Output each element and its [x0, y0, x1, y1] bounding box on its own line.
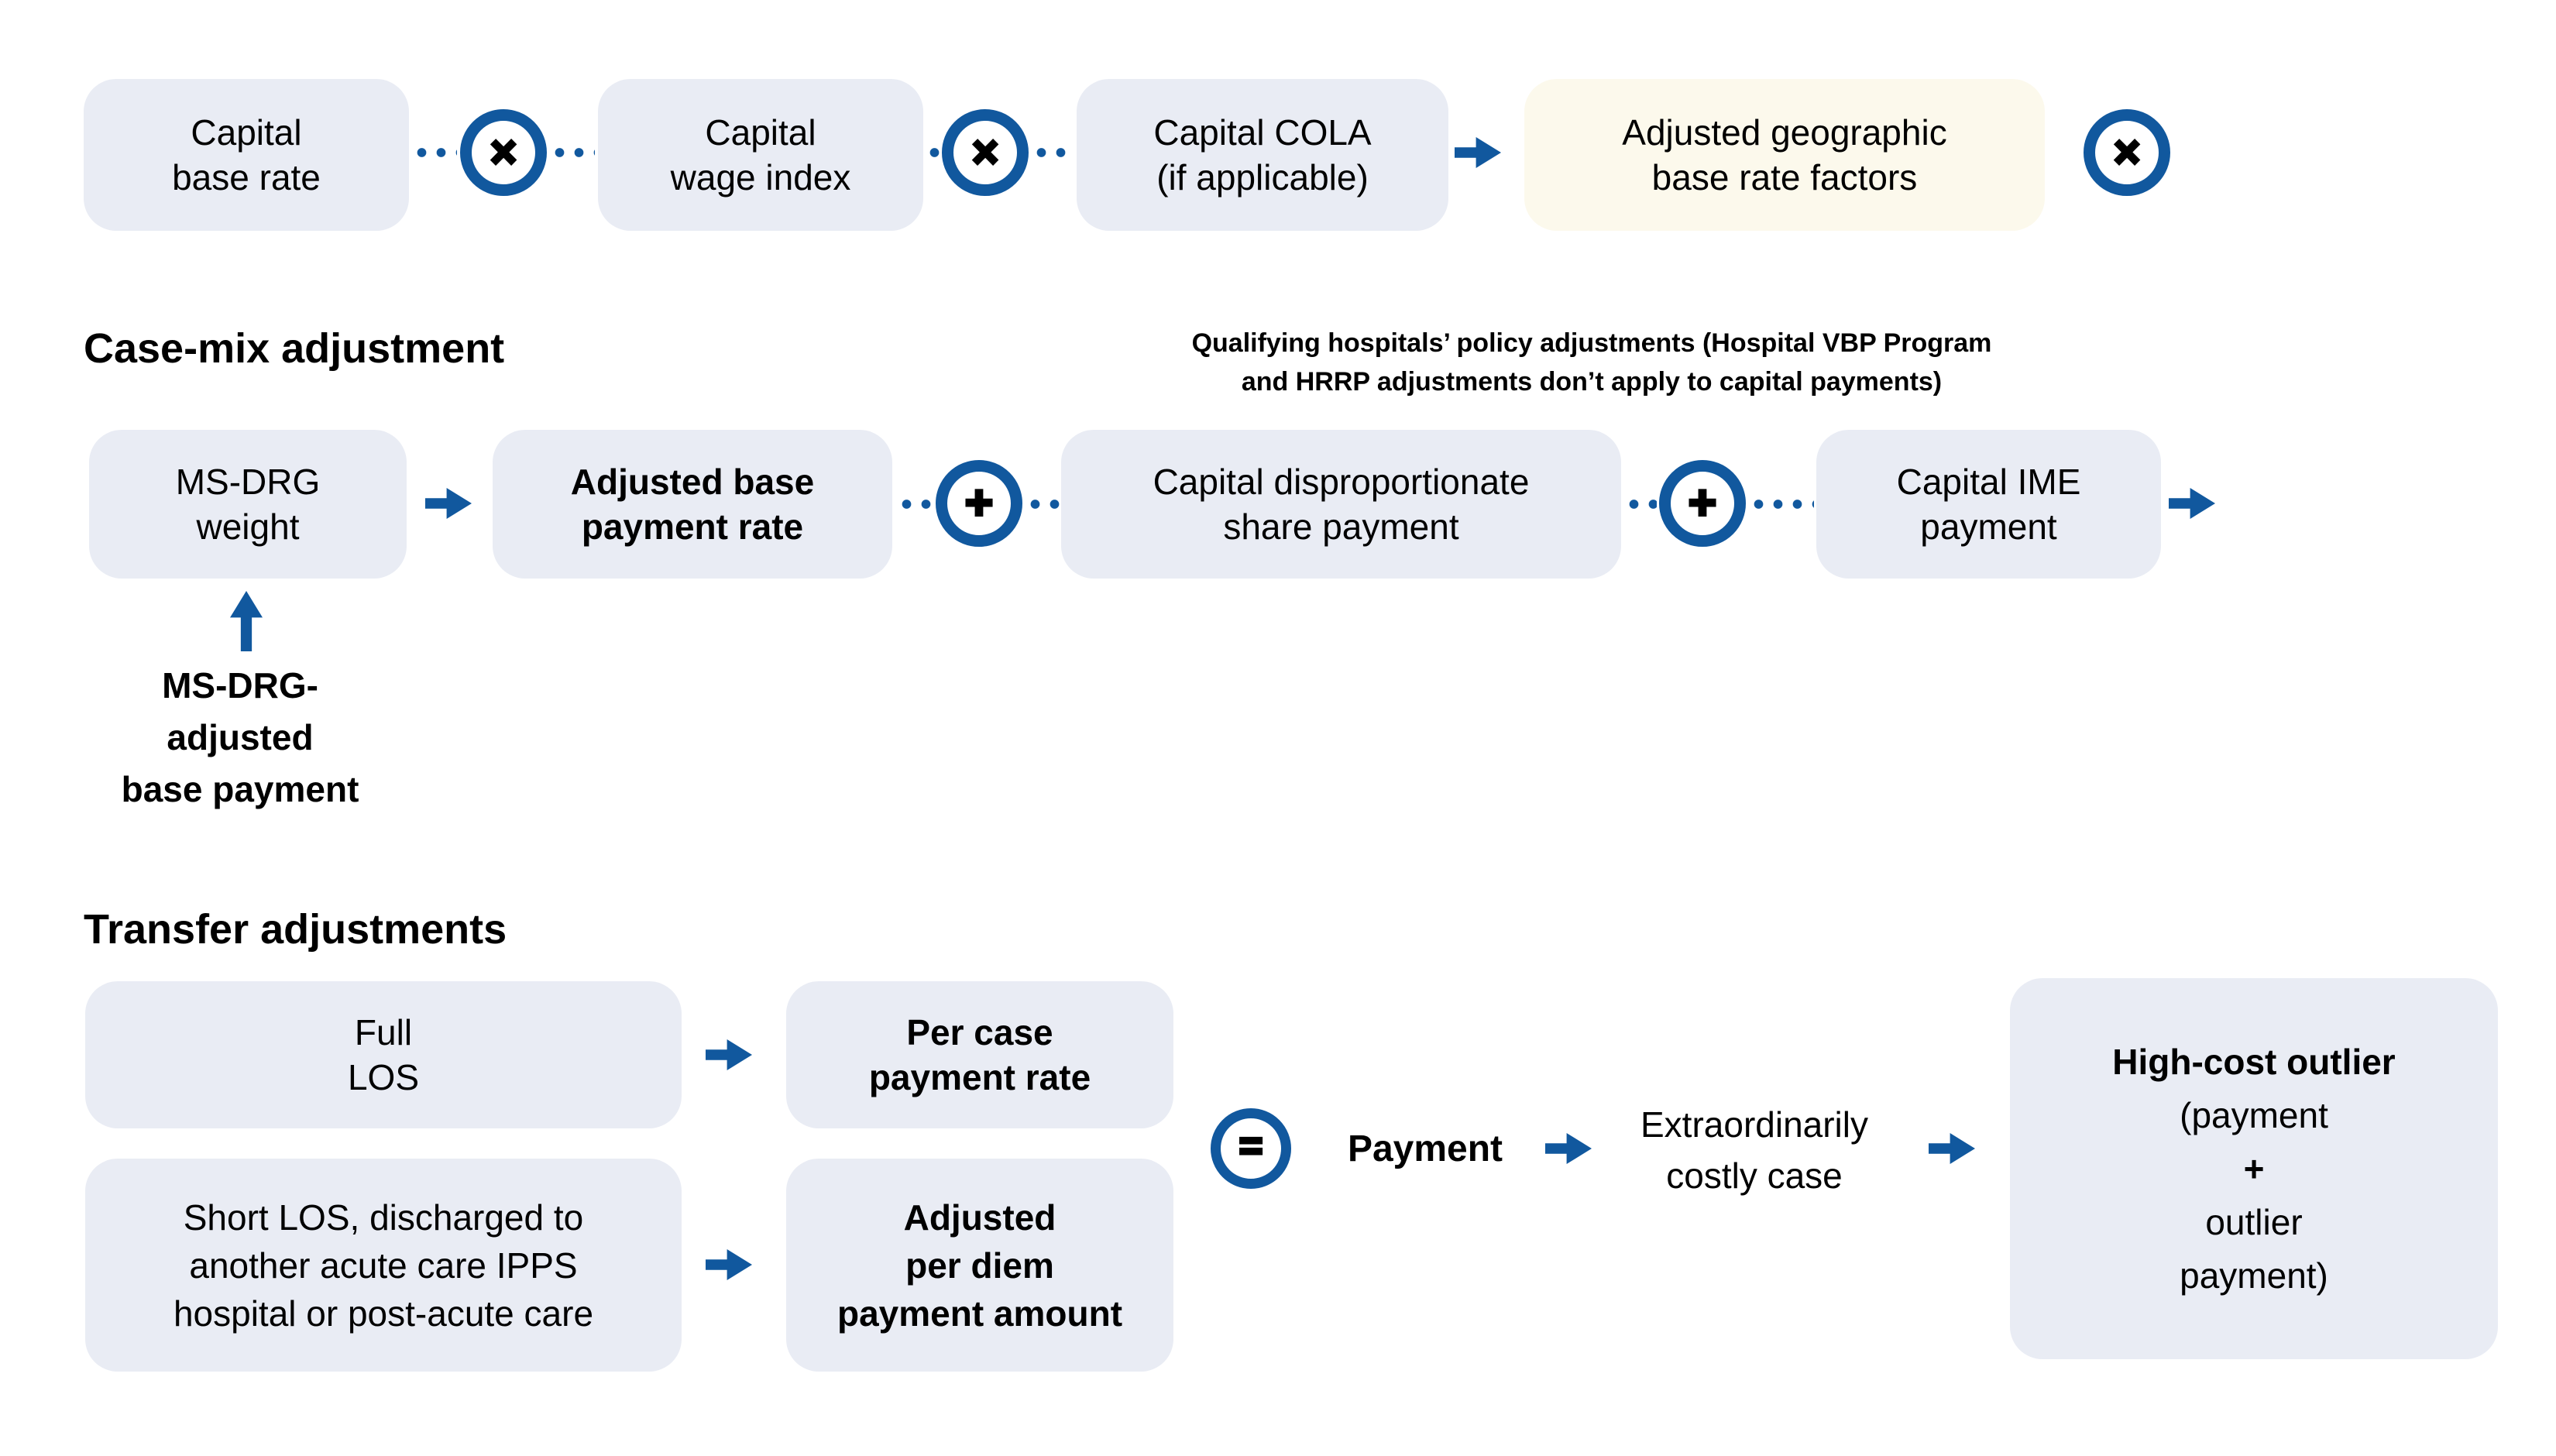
- right-arrow-icon: [706, 1039, 752, 1070]
- equals-operator-circle: =: [1211, 1108, 1291, 1189]
- short-los-box: Short LOS, discharged to another acute c…: [85, 1159, 682, 1372]
- plus-operator-circle: +: [1659, 460, 1746, 547]
- plus-icon: +: [964, 476, 995, 530]
- high-cost-outlier-line: outlier: [2205, 1201, 2303, 1242]
- ms-drg-adjusted-base-payment-label: MS-DRG- adjusted base payment: [121, 665, 359, 809]
- high-cost-outlier-title: High-cost outlier: [2112, 1041, 2396, 1082]
- high-cost-outlier-line: payment): [2180, 1255, 2328, 1296]
- right-arrow-icon: [706, 1249, 752, 1280]
- plus-operator-circle: +: [936, 460, 1022, 547]
- right-arrow-icon: [1455, 137, 1501, 168]
- adjusted-geographic-base-rate-factors-box: Adjusted geographic base rate factors: [1524, 79, 2045, 231]
- multiply-icon: ×: [2112, 127, 2142, 177]
- dotted-connector: [412, 147, 457, 158]
- high-cost-outlier-line: (payment: [2180, 1094, 2328, 1135]
- dotted-connector: [897, 499, 933, 510]
- right-arrow-icon: [425, 488, 472, 519]
- payment-label: Payment: [1347, 1128, 1503, 1169]
- up-arrow-icon: [230, 591, 263, 651]
- extraordinarily-costly-case-label: Extraordinarily costly case: [1640, 1104, 1868, 1196]
- right-arrow-icon: [2169, 488, 2215, 519]
- multiply-operator-circle: ×: [460, 109, 547, 196]
- multiply-icon: ×: [971, 127, 1000, 177]
- adjusted-per-diem-payment-amount-box: Adjusted per diem payment amount: [786, 1159, 1173, 1372]
- ms-drg-weight-box: MS-DRG weight: [89, 430, 407, 579]
- plus-text: +: [2243, 1148, 2265, 1189]
- multiply-icon: ×: [489, 127, 518, 177]
- multiply-operator-circle: ×: [942, 109, 1029, 196]
- full-los-box: Full LOS: [85, 981, 682, 1128]
- capital-wage-index-box: Capital wage index: [598, 79, 923, 231]
- dotted-connector: [550, 147, 595, 158]
- capital-base-rate-box: Capital base rate: [84, 79, 409, 231]
- high-cost-outlier-box: High-cost outlier (payment + outlier pay…: [2010, 978, 2498, 1359]
- dotted-connector: [1624, 499, 1657, 510]
- per-case-payment-rate-box: Per case payment rate: [786, 981, 1173, 1128]
- capital-disproportionate-share-payment-box: Capital disproportionate share payment: [1061, 430, 1621, 579]
- dotted-connector: [925, 147, 940, 158]
- right-arrow-icon: [1929, 1133, 1975, 1164]
- capital-ime-payment-box: Capital IME payment: [1816, 430, 2161, 579]
- case-mix-adjustment-heading: Case-mix adjustment: [84, 325, 505, 372]
- plus-icon: +: [1687, 476, 1718, 530]
- adjusted-base-payment-rate-box: Adjusted base payment rate: [493, 430, 892, 579]
- dotted-connector: [1749, 499, 1814, 510]
- right-arrow-icon: [1545, 1133, 1592, 1164]
- multiply-operator-circle: ×: [2084, 109, 2170, 196]
- equals-icon: =: [1238, 1124, 1264, 1169]
- dotted-connector: [1032, 147, 1074, 158]
- qualifying-hospitals-note: Qualifying hospitals’ policy adjustments…: [1191, 328, 1992, 397]
- dotted-connector: [1025, 499, 1060, 510]
- transfer-adjustments-heading: Transfer adjustments: [84, 906, 507, 953]
- capital-cola-box: Capital COLA (if applicable): [1077, 79, 1448, 231]
